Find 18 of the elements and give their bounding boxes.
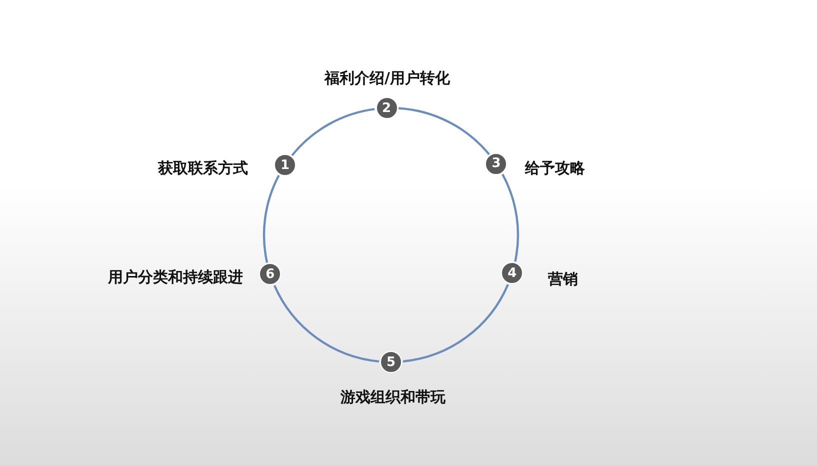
circle-arc (398, 107, 490, 156)
step-number: 6 (259, 263, 282, 286)
circle-arc (291, 108, 375, 156)
step-number: 5 (380, 351, 402, 373)
step-label: 获取联系方式 (158, 158, 248, 178)
step-number: 3 (485, 152, 508, 175)
step-label: 用户分类和持续跟进 (108, 268, 243, 286)
step-label: 福利介绍/用户转化 (324, 68, 450, 88)
step-label: 游戏组织和带玩 (340, 388, 446, 406)
step-number: 1 (274, 154, 296, 176)
step-label: 营销 (548, 270, 578, 288)
circle-arc (262, 174, 280, 263)
step-number: 4 (501, 262, 524, 284)
step-label: 给予攻略 (525, 158, 585, 178)
circle-arc (273, 284, 380, 363)
step-number: 2 (376, 97, 398, 120)
circle-arc (402, 284, 509, 363)
circle-arc (502, 174, 520, 262)
